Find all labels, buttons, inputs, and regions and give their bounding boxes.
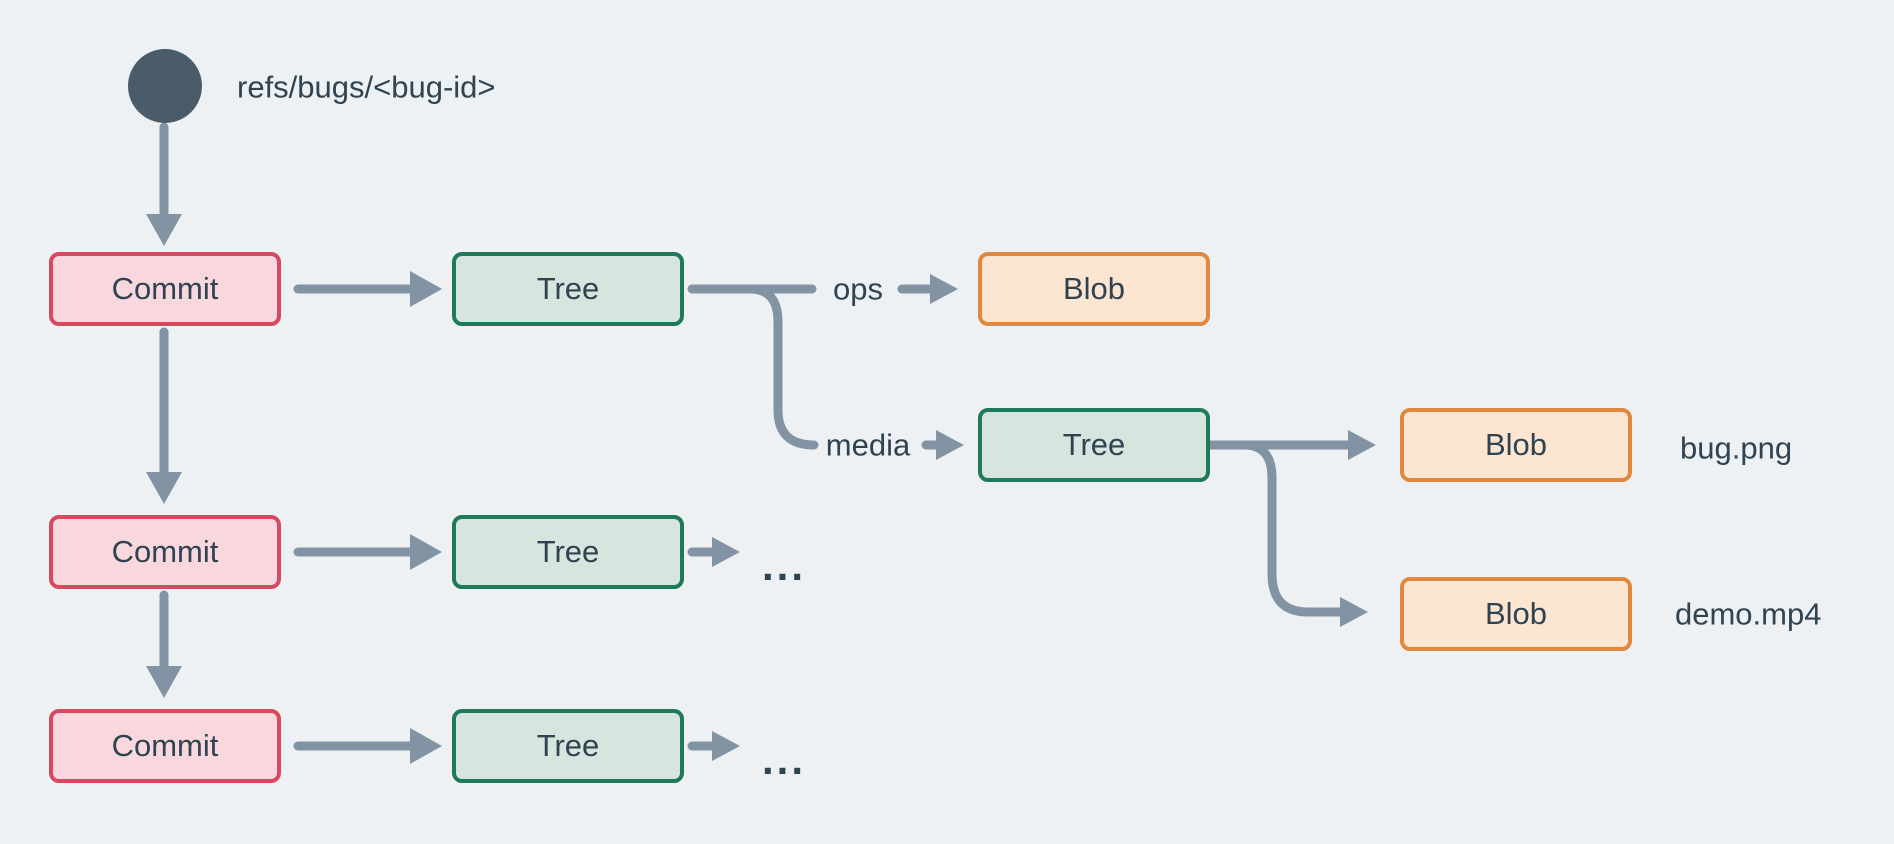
branch-treemedia-to-blob-demo: [1239, 440, 1368, 627]
arrow-tree-row3-to-ellipsis: [687, 731, 740, 761]
node-commit-3: Commit: [49, 709, 281, 783]
arrow-ref-to-commit1: [146, 122, 182, 246]
node-tree-root: Tree: [452, 252, 684, 326]
arrow-treemedia-to-blob-bug: [1199, 430, 1376, 460]
node-blob-ops: Blob: [978, 252, 1210, 326]
node-commit-1: Commit: [49, 252, 281, 326]
arrow-commit1-to-tree: [293, 271, 442, 307]
ref-pointer-circle: [128, 49, 202, 123]
ref-label: refs/bugs/<bug-id>: [237, 69, 496, 105]
arrow-media-to-tree: [921, 430, 964, 460]
node-blob-bug: Blob: [1400, 408, 1632, 482]
node-tree-row3: Tree: [452, 709, 684, 783]
file-label-demo: demo.mp4: [1675, 596, 1822, 632]
node-tree-media: Tree: [978, 408, 1210, 482]
node-tree-row2: Tree: [452, 515, 684, 589]
arrow-commit3-to-tree: [293, 728, 442, 764]
arrow-commit2-to-commit3: [146, 590, 182, 698]
file-label-bug: bug.png: [1680, 430, 1793, 466]
node-blob-demo: Blob: [1400, 577, 1632, 651]
arrow-ops-to-blob: [897, 274, 958, 304]
branch-tree-to-media: [745, 284, 819, 450]
edge-label-ops: ops: [833, 271, 883, 307]
arrow-tree-row2-to-ellipsis: [687, 537, 740, 567]
arrow-commit1-to-commit2: [146, 327, 182, 504]
ellipsis-row2: ...: [762, 542, 807, 589]
edge-label-media: media: [825, 427, 911, 463]
node-commit-2: Commit: [49, 515, 281, 589]
ellipsis-row3: ...: [762, 736, 807, 783]
arrow-commit2-to-tree: [293, 534, 442, 570]
